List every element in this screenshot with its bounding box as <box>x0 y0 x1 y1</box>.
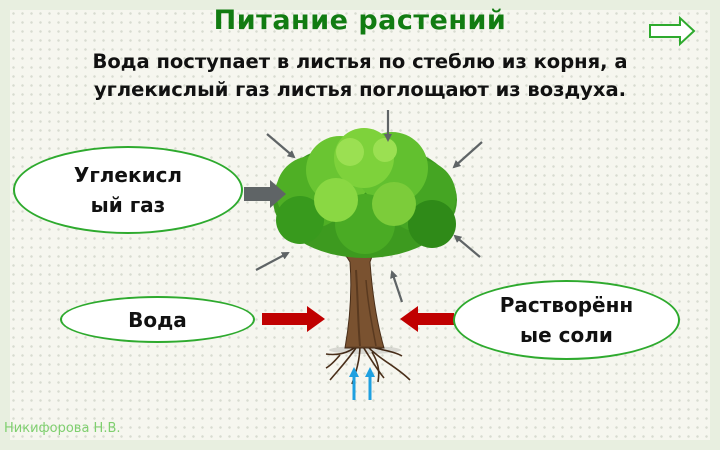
co2-label-line-2: ый газ <box>90 193 166 217</box>
water-block-arrow <box>262 306 325 332</box>
tree-shadow <box>329 346 401 354</box>
salts-block-arrow <box>400 306 454 332</box>
air-arrow-bottom-right <box>453 234 481 258</box>
author-credit: Никифорова Н.В. <box>4 421 121 436</box>
co2-oval: Углекисл ый газ <box>13 146 243 234</box>
salts-label-line-1: Растворённ <box>499 293 634 317</box>
subtitle-line-1: Вода поступает в листья по стеблю из кор… <box>92 50 628 73</box>
air-arrow-top-left <box>266 133 296 159</box>
air-arrow-bottom-left <box>255 252 290 271</box>
tree-crown <box>273 128 457 258</box>
air-arrow-top-right <box>452 141 483 169</box>
subtitle-line-2: углекислый газ листья поглощают из возду… <box>93 78 627 101</box>
slide-title: Питание растений <box>213 5 507 36</box>
water-label: Вода <box>128 307 187 332</box>
co2-label-line-1: Углекисл <box>73 163 183 187</box>
salts-label-line-2: ые соли <box>520 323 613 347</box>
slide-subtitle: Вода поступает в листья по стеблю из кор… <box>10 48 710 104</box>
air-arrow-trunk <box>390 270 404 303</box>
salts-oval: Растворённ ые соли <box>453 280 680 360</box>
co2-block-arrow <box>244 180 286 208</box>
next-slide-arrow-icon[interactable] <box>649 15 696 47</box>
water-oval: Вода <box>60 296 255 343</box>
